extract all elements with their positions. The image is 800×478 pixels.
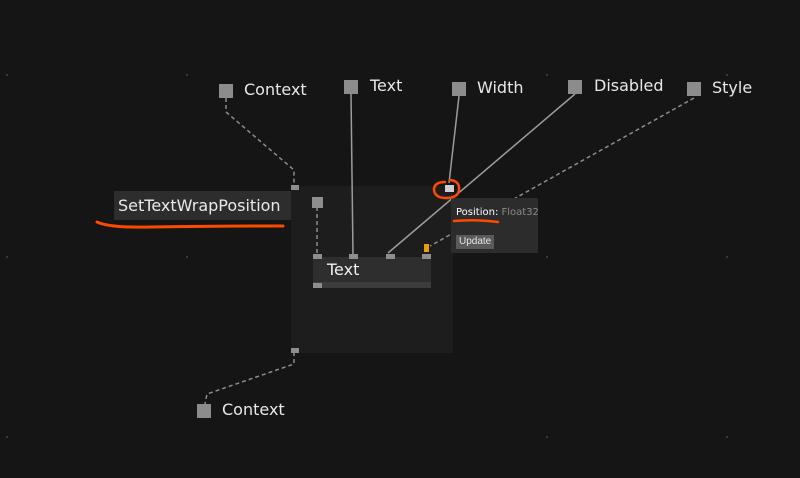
grid-dot — [546, 436, 548, 438]
grid-dot — [546, 74, 548, 76]
inner-pin-2[interactable] — [349, 254, 358, 259]
inner-node-footer — [313, 282, 431, 288]
inner-node-label: Text — [327, 260, 360, 279]
inner-text-node[interactable]: Text — [313, 257, 431, 288]
port-tooltip: Position: Float32 Update — [451, 198, 539, 253]
grid-dot — [6, 256, 8, 258]
port-label-style: Style — [712, 78, 753, 97]
node-input-pin[interactable] — [291, 185, 299, 190]
grid-dot — [726, 256, 728, 258]
node-title[interactable]: SetTextWrapPosition — [114, 191, 291, 220]
grid-dot — [6, 436, 8, 438]
port-label-context: Context — [244, 80, 307, 99]
port-text-in[interactable] — [344, 80, 358, 94]
grid-dot — [186, 256, 188, 258]
inner-pin-3[interactable] — [386, 254, 395, 259]
inner-output-pin[interactable] — [313, 283, 322, 288]
port-label-disabled: Disabled — [594, 76, 664, 95]
update-button[interactable]: Update — [456, 235, 495, 249]
wire-disabled-in — [387, 93, 576, 254]
inner-pin-1[interactable] — [313, 254, 322, 259]
tooltip-text: Position: Float32 — [456, 207, 539, 218]
grid-dot — [726, 74, 728, 76]
wire-context-out — [204, 352, 295, 405]
port-label-text: Text — [370, 76, 403, 95]
grid-dot — [546, 256, 548, 258]
port-context-in[interactable] — [219, 84, 233, 98]
port-label-context-out: Context — [222, 400, 285, 419]
grid-dot — [726, 436, 728, 438]
wire-text-in — [350, 93, 354, 257]
wire-context-in — [225, 98, 295, 186]
width-input-pin[interactable] — [445, 185, 454, 192]
tooltip-type: Float32 — [501, 207, 539, 218]
wire-width-in — [448, 95, 460, 184]
port-context-out[interactable] — [197, 404, 211, 418]
tooltip-key: Position — [456, 207, 495, 218]
inner-pin-4[interactable] — [422, 254, 431, 259]
grid-dot — [6, 74, 8, 76]
grid-dot — [186, 74, 188, 76]
port-style-in[interactable] — [687, 82, 701, 96]
port-width-in[interactable] — [452, 82, 466, 96]
port-label-width: Width — [477, 78, 524, 97]
inner-context-pin[interactable] — [312, 197, 323, 208]
style-pin-indicator — [424, 244, 429, 252]
node-output-pin[interactable] — [291, 348, 299, 353]
tooltip-separator: : — [494, 207, 502, 218]
port-disabled-in[interactable] — [568, 80, 582, 94]
